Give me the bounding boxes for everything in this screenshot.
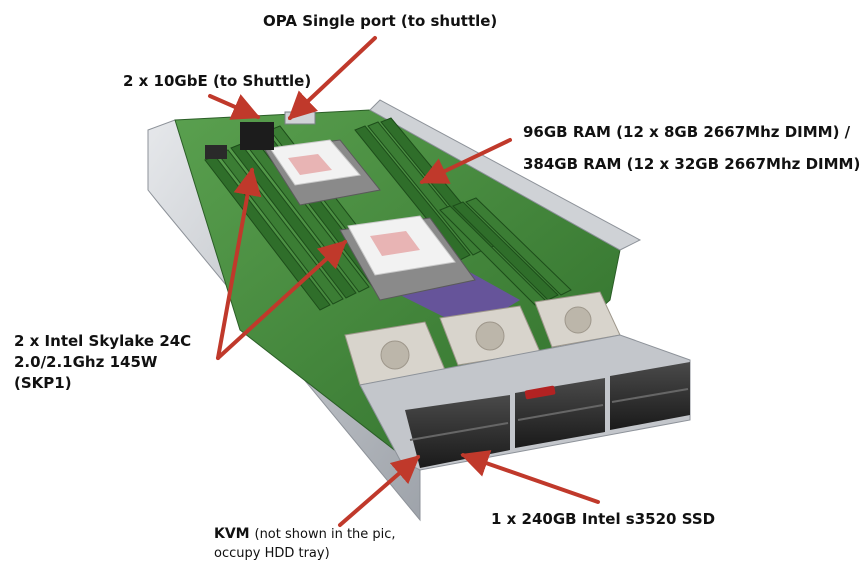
dimm-bank-right: [354, 117, 572, 306]
arrow-ram: [419, 138, 512, 184]
front-drive-trays: [405, 362, 690, 468]
arrow-cpu-front: [216, 240, 348, 360]
arrow-10gbe: [208, 94, 261, 120]
arrow-cpu-rear: [216, 167, 262, 360]
cpu-heatsink-rear: [264, 139, 381, 206]
label-cpu-line1: 2 x Intel Skylake 24C: [14, 332, 192, 350]
label-cpu: 2 x Intel Skylake 24C 2.0/2.1Ghz 145W (S…: [14, 331, 191, 394]
arrow-ssd: [460, 450, 600, 504]
server-node-illustration: [147, 99, 691, 522]
callout-arrows: [208, 36, 600, 527]
front-handle: [524, 385, 556, 400]
label-cpu-line2: 2.0/2.1Ghz 145W: [14, 353, 158, 371]
label-kvm-note1: (not shown in the pic,: [254, 527, 396, 542]
arrow-opa: [287, 36, 377, 120]
label-kvm: KVM (not shown in the pic, occupy HDD tr…: [214, 525, 396, 563]
label-kvm-title: KVM: [214, 526, 250, 542]
label-ram-line1: 96GB RAM (12 x 8GB 2667Mhz DIMM) /: [523, 123, 851, 141]
label-10gbe: 2 x 10GbE (to Shuttle): [123, 72, 312, 90]
label-cpu-line3: (SKP1): [14, 374, 72, 392]
network-connector: [240, 122, 274, 150]
label-ram-line2: 384GB RAM (12 x 32GB 2667Mhz DIMM): [523, 155, 860, 173]
drive-bays-top: [344, 291, 621, 386]
label-kvm-note2: occupy HDD tray): [214, 546, 330, 561]
cpu-heatsink-front: [339, 215, 476, 301]
label-ram: 96GB RAM (12 x 8GB 2667Mhz DIMM) / 384GB…: [523, 116, 860, 180]
arrow-kvm: [338, 455, 421, 527]
label-ssd: 1 x 240GB Intel s3520 SSD: [491, 510, 716, 528]
rear-port: [205, 145, 227, 159]
label-opa: OPA Single port (to shuttle): [263, 12, 498, 30]
chassis-rear-wall: [369, 99, 642, 251]
